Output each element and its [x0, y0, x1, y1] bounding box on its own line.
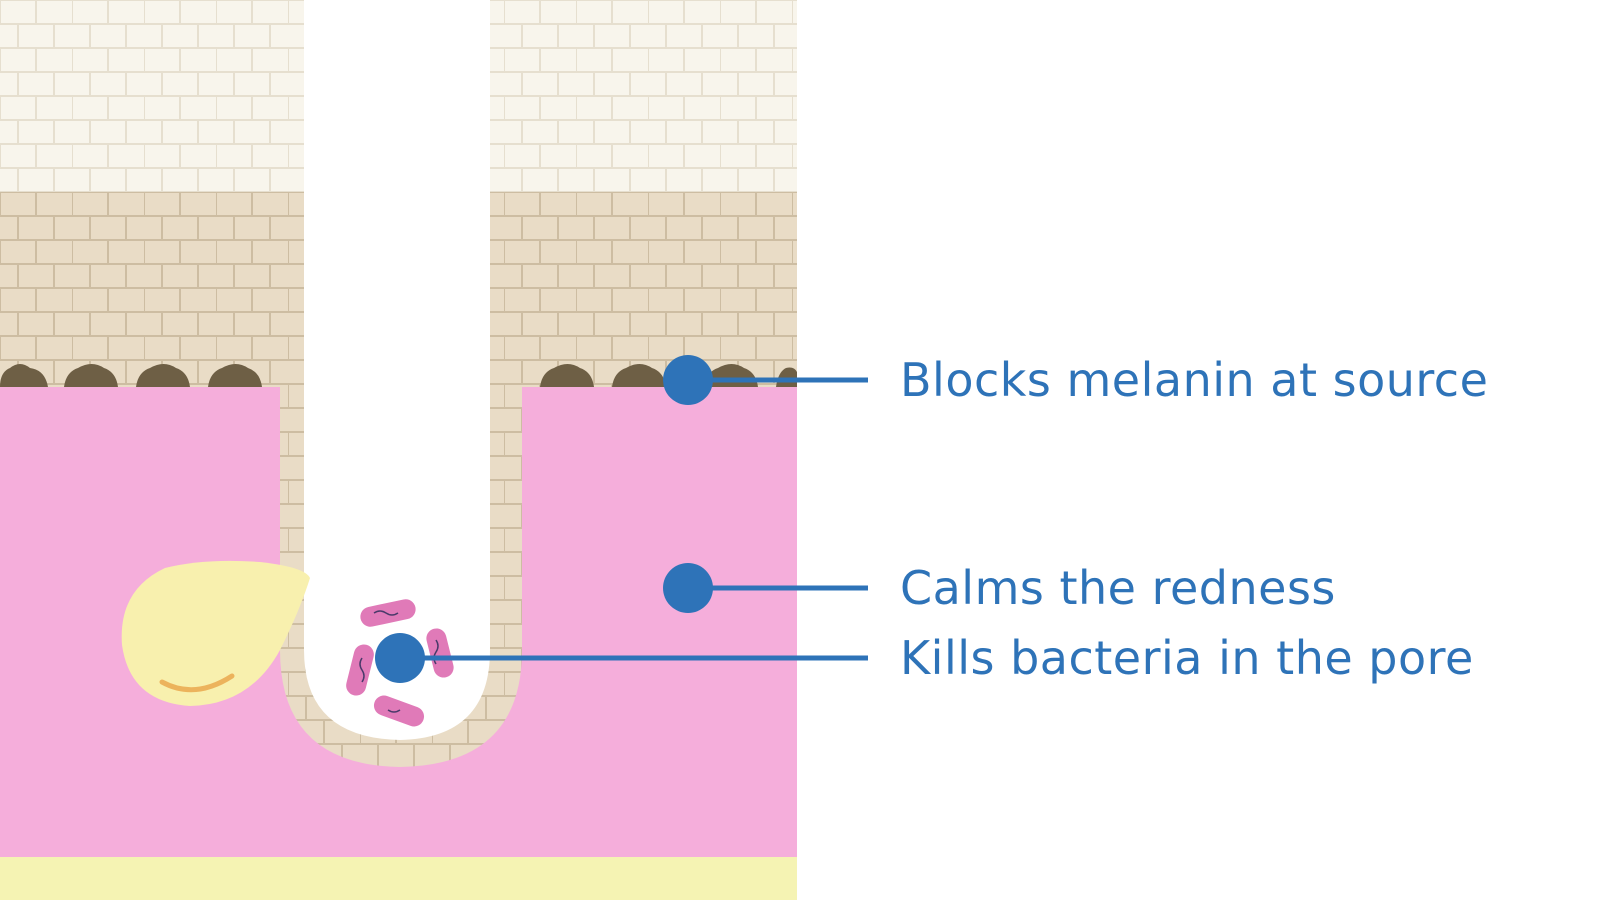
bacterium: [426, 628, 454, 678]
callout-melanin-label: Blocks melanin at source: [900, 353, 1489, 407]
bacterium: [360, 599, 416, 627]
callout-bacteria-label: Kills bacteria in the pore: [900, 631, 1474, 685]
pore-channel: [304, 0, 490, 740]
callout-melanin: [663, 355, 868, 405]
callout-redness-dot: [663, 563, 713, 613]
callout-bacteria: [375, 633, 868, 683]
sebaceous-gland: [121, 560, 310, 706]
bacterium: [346, 644, 374, 696]
callout-bacteria-dot: [375, 633, 425, 683]
callout-redness-label: Calms the redness: [900, 561, 1336, 615]
callout-redness: [663, 563, 868, 613]
callout-melanin-dot: [663, 355, 713, 405]
subcutis-layer: [0, 857, 797, 900]
bacteria-cluster: [346, 599, 454, 727]
